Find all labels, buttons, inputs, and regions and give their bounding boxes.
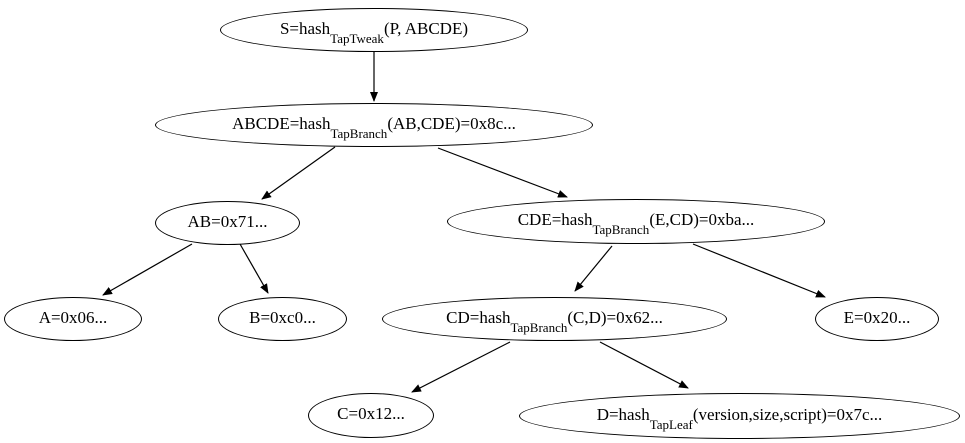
node-b-label: B=0xc0... (249, 307, 316, 327)
edge-ab-b (239, 243, 269, 294)
node-cd-label: CD=hashTapBranch(C,D)=0x62... (446, 307, 663, 335)
node-c: C=0x12... (308, 393, 434, 438)
node-cd: CD=hashTapBranch(C,D)=0x62... (382, 297, 727, 341)
subscript: TapBranch (592, 222, 650, 237)
edge-abcde-ab (261, 146, 336, 200)
edge-cde-e (692, 243, 826, 298)
node-s: S=hashTapTweak(P, ABCDE) (220, 8, 528, 52)
edge-cd-c (411, 341, 511, 393)
node-e: E=0x20... (815, 297, 939, 341)
node-ab: AB=0x71... (155, 201, 300, 245)
node-ab-label: AB=0x71... (187, 211, 268, 231)
node-a-label: A=0x06... (38, 307, 108, 327)
node-a: A=0x06... (4, 297, 142, 341)
node-d: D=hashTapLeaf(version,size,script)=0x7c.… (519, 393, 960, 439)
edge-abcde-cde (437, 147, 568, 198)
edge-cde-cd (574, 245, 613, 292)
subscript: TapTweak (330, 30, 384, 46)
node-d-label: D=hashTapLeaf(version,size,script)=0x7c.… (596, 404, 883, 432)
node-abcde: ABCDE=hashTapBranch(AB,CDE)=0x8c... (155, 103, 593, 147)
subscript: TapBranch (330, 125, 388, 141)
edge-cd-d (599, 341, 689, 389)
node-s-label: S=hashTapTweak(P, ABCDE) (279, 18, 469, 46)
subscript: TapBranch (510, 319, 568, 335)
node-e-label: E=0x20... (843, 307, 911, 327)
node-c-label: C=0x12... (337, 404, 405, 423)
node-b: B=0xc0... (218, 297, 347, 341)
node-cde: CDE=hashTapBranch(E,CD)=0xba... (447, 199, 825, 244)
subscript: TapLeaf (649, 416, 693, 432)
node-cde-label: CDE=hashTapBranch(E,CD)=0xba... (517, 210, 755, 237)
edge-ab-a (102, 243, 193, 296)
node-abcde-label: ABCDE=hashTapBranch(AB,CDE)=0x8c... (232, 113, 516, 141)
